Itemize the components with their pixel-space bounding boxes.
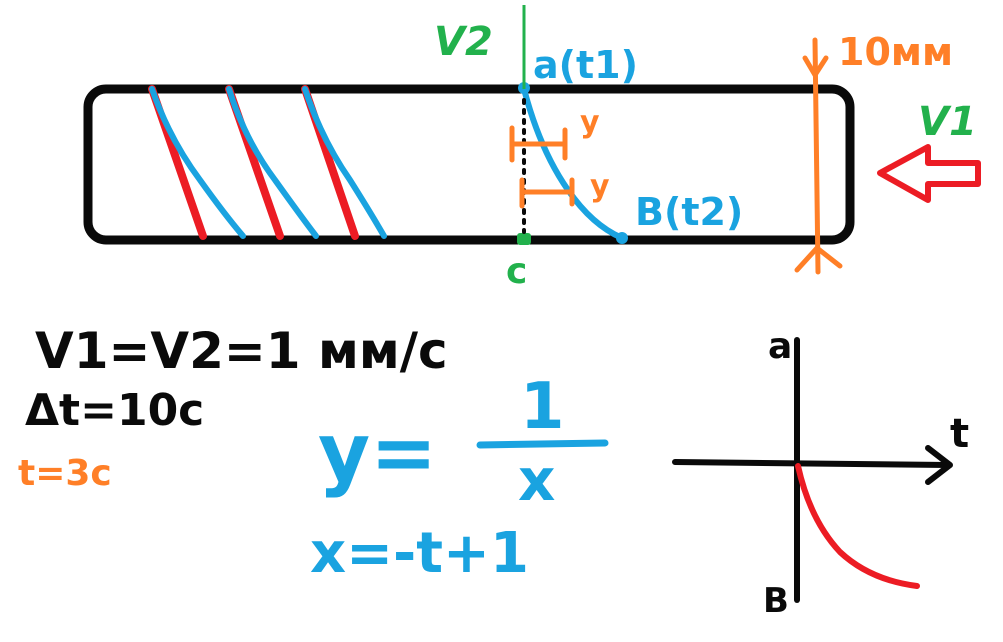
delta-t-equation: Δt=10с: [25, 385, 204, 436]
graph-curve: [795, 463, 920, 589]
ten-mm-marker: [794, 37, 843, 275]
point-b-dot: [616, 232, 628, 244]
graph-y-bottom-label: B: [763, 581, 789, 621]
blue-curves: [149, 86, 625, 241]
blue-curve-1: [149, 86, 246, 239]
blue-curve-main: [521, 86, 625, 241]
blue-curve-2: [226, 86, 319, 239]
y-bracket-1: [509, 125, 568, 163]
arrow-left-icon: [877, 144, 981, 203]
point-c-label: c: [506, 251, 527, 292]
ten-mm-label: 10мм: [838, 30, 953, 74]
y-tick-label-2: y: [590, 169, 610, 204]
red-stripes: [148, 85, 359, 240]
y-brackets: [509, 125, 575, 209]
graph-y-axis-label: a: [768, 326, 792, 367]
graph-x-arrowhead: [925, 445, 953, 485]
v2-label: V2: [434, 19, 493, 65]
point-a-label: a(t1): [533, 43, 638, 87]
graph-x-axis-label: t: [950, 411, 969, 457]
y-bracket-2: [519, 177, 575, 209]
hyperbola-numerator: 1: [520, 370, 565, 444]
speed-equation: V1=V2=1 мм/с: [35, 322, 448, 380]
x-relation-equation: x=-t+1: [310, 521, 529, 586]
graph-x-axis: [672, 459, 951, 468]
y-tick-label-1: y: [580, 105, 600, 140]
t-value-equation: t=3с: [18, 453, 112, 494]
hyperbola-denominator: x: [518, 446, 555, 514]
graph: a t B: [672, 326, 969, 621]
point-b-label: B(t2): [635, 190, 743, 234]
blue-curve-3: [302, 86, 387, 239]
hyperbola-lhs: y=: [318, 406, 437, 499]
ten-mm-arrow-bottom: [794, 244, 843, 273]
tube-outline: [83, 84, 855, 245]
hyperbola-fraction-bar: [476, 439, 609, 449]
point-c-marker: [517, 233, 531, 245]
v1-label: V1: [918, 99, 977, 145]
ten-mm-arrow-top: [802, 55, 829, 80]
